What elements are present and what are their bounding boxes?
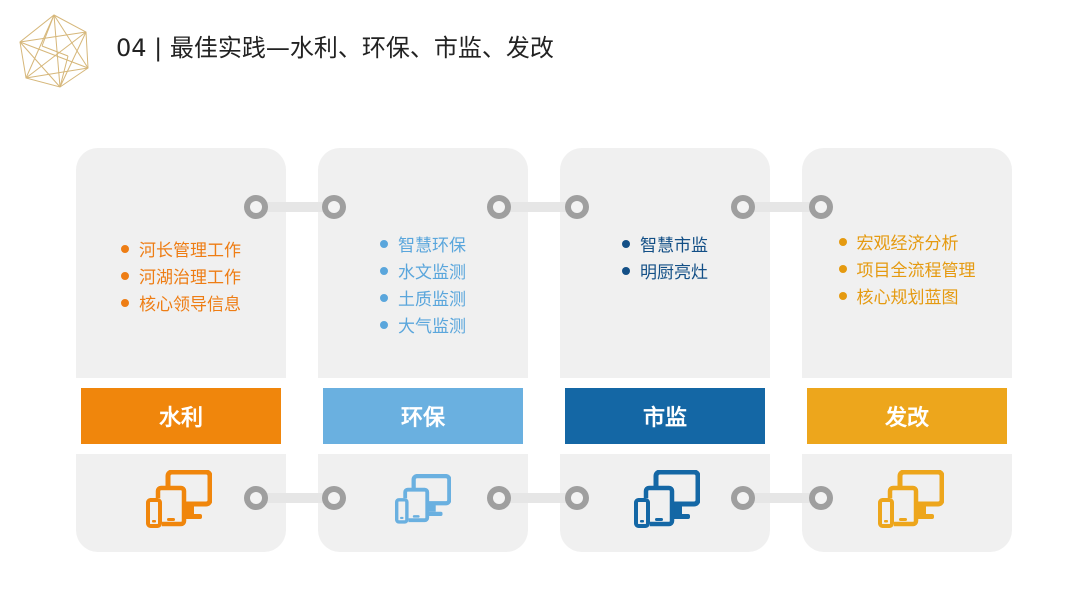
card-huanbao-list: 智慧环保水文监测土质监测大气监测 (318, 233, 528, 341)
list-item-text: 河湖治理工作 (139, 268, 241, 288)
card-shuili-list: 河长管理工作河湖治理工作核心领导信息 (76, 238, 286, 319)
bullet-dot-icon (838, 292, 847, 300)
list-item: 智慧市监 (622, 233, 708, 260)
bullet-dot-icon (121, 299, 129, 307)
bullet-dot-icon (380, 294, 388, 302)
bullet-dot-icon (380, 321, 388, 329)
list-item-text: 宏观经济分析 (856, 234, 959, 254)
list-item: 水文监测 (380, 260, 466, 287)
list-item-text: 水文监测 (398, 263, 466, 283)
label-bar-huanbao: 环保 (323, 388, 523, 444)
polyhedron-logo-icon (19, 14, 89, 88)
page-title: 04 | 最佳实践—水利、环保、市监、发改 (116, 34, 554, 62)
list-item: 明厨亮灶 (622, 260, 708, 287)
label-bar-fagai: 发改 (807, 388, 1007, 444)
list-item-text: 智慧市监 (640, 236, 708, 256)
connector-icon (731, 195, 833, 219)
bullet-dot-icon (380, 240, 388, 248)
list-item-text: 项目全流程管理 (856, 261, 976, 281)
label-huanbao: 环保 (400, 406, 445, 431)
device-icon (878, 470, 944, 528)
bullet-dot-icon (622, 267, 630, 275)
card-shijian-list: 智慧市监明厨亮灶 (560, 233, 770, 287)
device-icon (634, 470, 700, 528)
connector-icon (487, 486, 589, 510)
list-item: 项目全流程管理 (838, 258, 976, 285)
label-bar-shuili: 水利 (81, 388, 281, 444)
list-item-text: 核心领导信息 (139, 295, 241, 315)
list-item: 智慧环保 (380, 233, 466, 260)
list-item-text: 大气监测 (398, 317, 466, 337)
list-item: 宏观经济分析 (838, 231, 976, 258)
card-fagai-list: 宏观经济分析项目全流程管理核心规划蓝图 (802, 231, 1012, 312)
list-item-text: 核心规划蓝图 (856, 288, 959, 308)
list-item: 河长管理工作 (121, 238, 241, 265)
bullet-dot-icon (380, 267, 388, 275)
list-item-text: 明厨亮灶 (640, 263, 708, 283)
label-shuili: 水利 (158, 406, 203, 431)
list-item: 核心规划蓝图 (838, 285, 976, 312)
connector-icon (731, 486, 833, 510)
list-item-text: 土质监测 (398, 290, 466, 310)
list-item-text: 智慧环保 (398, 236, 466, 256)
list-item: 河湖治理工作 (121, 265, 241, 292)
label-shijian: 市监 (642, 406, 687, 431)
list-item: 大气监测 (380, 314, 466, 341)
connector-icon (244, 486, 346, 510)
label-bar-shijian: 市监 (565, 388, 765, 444)
list-item-text: 河长管理工作 (139, 241, 241, 261)
bullet-dot-icon (121, 245, 129, 253)
list-item: 土质监测 (380, 287, 466, 314)
label-fagai: 发改 (884, 406, 929, 431)
bullet-dot-icon (622, 240, 630, 248)
device-icon (146, 470, 212, 528)
connector-icon (244, 195, 346, 219)
device-icon (395, 474, 451, 524)
list-item: 核心领导信息 (121, 292, 241, 319)
bullet-dot-icon (121, 272, 129, 280)
bullet-dot-icon (838, 238, 847, 246)
bullet-dot-icon (838, 265, 847, 273)
connector-icon (487, 195, 589, 219)
